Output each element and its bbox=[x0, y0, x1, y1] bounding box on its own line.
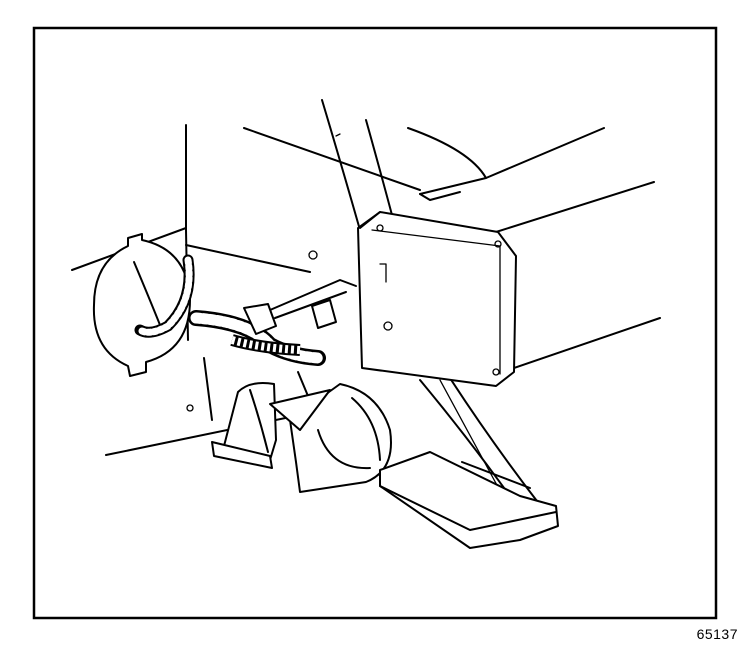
bumper-bracket bbox=[379, 451, 559, 549]
wiring-harness bbox=[134, 254, 357, 405]
figure-border bbox=[32, 26, 718, 620]
grommet bbox=[92, 233, 191, 377]
horn-left bbox=[211, 382, 277, 469]
horn-right bbox=[269, 383, 392, 493]
control-module bbox=[357, 211, 517, 387]
figure-id-label: 65137 bbox=[696, 626, 738, 642]
